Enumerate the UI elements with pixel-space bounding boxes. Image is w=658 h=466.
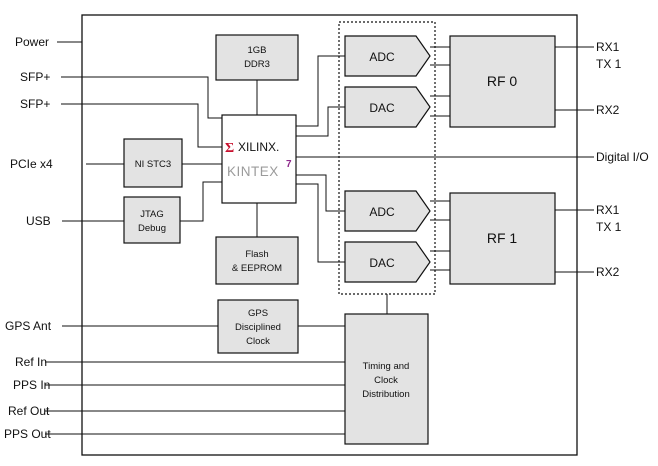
- jtag-line1: JTAG: [140, 209, 164, 220]
- sfp1-wire: [61, 76, 222, 119]
- sfp2-port: SFP+: [20, 97, 50, 111]
- jtag-block: [123, 196, 181, 244]
- fpga-adc-bottom-wire: [296, 174, 345, 212]
- gps-line3: Clock: [246, 336, 270, 347]
- timing-block: [344, 313, 429, 445]
- jtag-line2: Debug: [138, 223, 166, 234]
- fpga-family: KINTEX: [227, 164, 279, 179]
- adc-top-block: [344, 35, 431, 77]
- ddr3-line2: DDR3: [244, 59, 270, 70]
- gps-ant-port: GPS Ant: [5, 319, 52, 333]
- sfp1-port: SFP+: [20, 70, 50, 84]
- dac-top-block: [344, 86, 431, 128]
- rf0-rx1-port: RX1: [596, 40, 620, 54]
- ni-stc3-label: NI STC3: [135, 159, 171, 170]
- pcie-port: PCIe x4: [10, 157, 53, 171]
- rf0-label: RF 0: [487, 73, 518, 89]
- flash-block: [215, 236, 299, 285]
- gps-line2: Disciplined: [235, 322, 281, 333]
- dac-top-label: DAC: [369, 101, 395, 115]
- rf0-block: [449, 35, 556, 128]
- fpga-adc-top-wire: [296, 55, 345, 127]
- ddr3-line1: 1GB: [247, 45, 266, 56]
- rf0-rx2-port: RX2: [596, 103, 620, 117]
- xilinx-logo-icon: Σ: [225, 141, 234, 156]
- pps-out-port: PPS Out: [4, 427, 51, 441]
- gps-clock-block: [217, 299, 299, 354]
- adc-bottom-label: ADC: [369, 205, 395, 219]
- kintex-accent-icon: 7: [286, 159, 292, 170]
- fpga-block: [221, 114, 297, 204]
- timing-line1: Timing and: [363, 361, 410, 372]
- power-port: Power: [15, 35, 49, 49]
- fpga-brand: XILINX.: [238, 140, 279, 154]
- rf1-block: [449, 192, 556, 285]
- timing-line2: Clock: [374, 375, 398, 386]
- ni-stc3-block: [123, 138, 183, 188]
- timing-line3: Distribution: [362, 389, 410, 400]
- digital-io-port: Digital I/O: [596, 150, 649, 164]
- ref-out-port: Ref Out: [8, 404, 50, 418]
- rf1-rx1-port: RX1: [596, 203, 620, 217]
- adc-bottom-block: [344, 190, 431, 232]
- rf1-tx1-port: TX 1: [596, 220, 622, 234]
- adc-top-label: ADC: [369, 50, 395, 64]
- jtag-fpga-wire: [180, 181, 222, 222]
- sfp2-wire: [61, 103, 222, 148]
- pps-in-port: PPS In: [13, 378, 50, 392]
- flash-line2: & EEPROM: [232, 263, 282, 274]
- dac-bottom-block: [344, 241, 431, 283]
- fpga-dac-bottom-wire: [296, 183, 345, 263]
- flash-line1: Flash: [245, 249, 268, 260]
- ref-in-port: Ref In: [15, 355, 47, 369]
- rf1-label: RF 1: [487, 230, 518, 246]
- gps-line1: GPS: [248, 308, 268, 319]
- rf1-rx2-port: RX2: [596, 265, 620, 279]
- ddr3-block: [215, 34, 299, 81]
- dac-bottom-label: DAC: [369, 256, 395, 270]
- rf0-tx1-port: TX 1: [596, 57, 622, 71]
- usb-port: USB: [26, 214, 51, 228]
- fpga-dac-top-wire: [296, 106, 345, 137]
- wires: [45, 41, 594, 435]
